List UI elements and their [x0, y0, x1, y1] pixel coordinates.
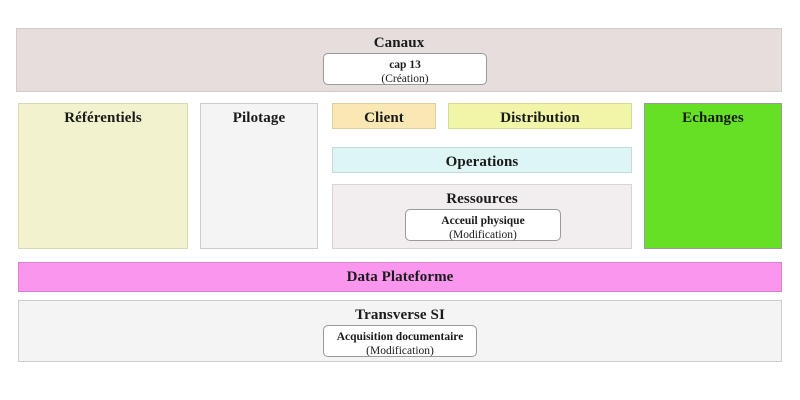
block-referentiels-title: Référentiels — [64, 110, 142, 126]
app-card-name: Acceuil physique — [441, 215, 525, 227]
block-pilotage[interactable]: Pilotage — [200, 103, 318, 249]
block-ressources-title: Ressources — [446, 191, 518, 207]
block-canaux-title: Canaux — [373, 35, 425, 51]
block-data-plateforme[interactable]: Data Plateforme — [18, 262, 782, 292]
block-distribution[interactable]: Distribution — [448, 103, 632, 129]
block-canaux[interactable]: Canaux cap 13 (Création) — [16, 28, 782, 92]
app-card-cap-13[interactable]: cap 13 (Création) — [323, 53, 487, 85]
app-card-state: (Modification) — [366, 344, 434, 357]
app-card-state: (Création) — [381, 72, 429, 85]
block-client-title: Client — [364, 110, 404, 126]
block-operations-title: Operations — [445, 154, 519, 170]
block-distribution-title: Distribution — [500, 110, 580, 126]
app-card-state: (Modification) — [449, 228, 517, 241]
block-operations[interactable]: Operations — [332, 147, 632, 173]
block-echanges[interactable]: Echanges — [644, 103, 782, 249]
block-echanges-title: Echanges — [682, 110, 744, 126]
block-ressources[interactable]: Ressources Acceuil physique (Modificatio… — [332, 184, 632, 249]
block-pilotage-title: Pilotage — [232, 110, 286, 126]
block-transverse-si-title: Transverse SI — [355, 307, 445, 323]
app-card-acquisition-documentaire[interactable]: Acquisition documentaire (Modification) — [323, 325, 477, 357]
block-referentiels[interactable]: Référentiels — [18, 103, 188, 249]
app-card-name: cap 13 — [389, 59, 421, 71]
block-client[interactable]: Client — [332, 103, 436, 129]
app-card-name: Acquisition documentaire — [336, 331, 464, 343]
block-data-plateforme-title: Data Plateforme — [346, 269, 454, 285]
block-transverse-si[interactable]: Transverse SI Acquisition documentaire (… — [18, 300, 782, 362]
app-card-acceuil-physique[interactable]: Acceuil physique (Modification) — [405, 209, 561, 241]
